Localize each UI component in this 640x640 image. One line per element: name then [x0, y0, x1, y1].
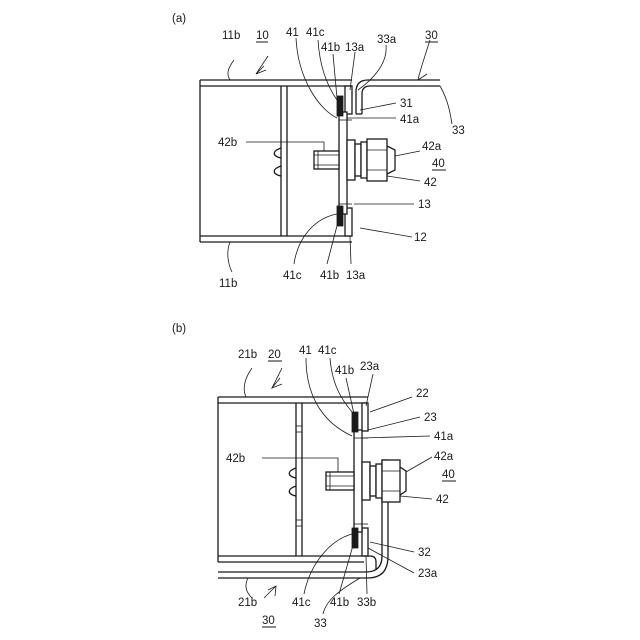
ref-42b-b: 42b: [226, 453, 245, 465]
ref-41b-top-b: 41b: [335, 365, 354, 377]
ref-42a-b: 42a: [434, 451, 454, 463]
ref-12: 12: [414, 232, 427, 244]
ref-41c-bottom-b: 41c: [292, 597, 311, 609]
panel-b-label: (b): [172, 323, 186, 335]
flange-13a-top: [345, 86, 352, 114]
bolt-42: [314, 139, 395, 181]
ref-41: 41: [286, 27, 299, 39]
ref-42-b: 42: [436, 494, 449, 506]
frame-member-30: [356, 80, 440, 114]
ref-23a-top: 23a: [360, 361, 380, 373]
ref-30-b: 30: [262, 615, 275, 627]
ref-42: 42: [424, 177, 437, 189]
ref-41a: 41a: [400, 114, 420, 126]
panel-a-label: (a): [172, 13, 186, 25]
ref-22: 22: [416, 388, 429, 400]
ref-41c-bottom: 41c: [283, 270, 302, 282]
ref-11b-bottom: 11b: [219, 278, 237, 290]
ref-42a: 42a: [422, 141, 442, 153]
ref-41b-bottom-b: 41b: [330, 597, 349, 609]
ref-40-b: 40: [442, 469, 455, 481]
ref-20: 20: [268, 349, 281, 361]
ref-41-b: 41: [299, 345, 312, 357]
ref-13: 13: [418, 199, 431, 211]
ref-33a: 33a: [377, 34, 397, 46]
ref-21b-bottom: 21b: [238, 597, 257, 609]
ref-21b-top: 21b: [238, 349, 257, 361]
ref-41c-top-b: 41c: [318, 345, 337, 357]
ref-42b: 42b: [218, 137, 237, 149]
ref-10: 10: [256, 30, 269, 42]
ref-13a-bottom: 13a: [346, 270, 366, 282]
ref-11b-top: 11b: [222, 30, 240, 42]
panel-a: (a): [172, 13, 465, 290]
ref-13a-top: 13a: [345, 42, 365, 54]
ref-41b-top: 41b: [321, 42, 340, 54]
ref-41b-bottom: 41b: [320, 270, 339, 282]
ref-23: 23: [424, 412, 437, 424]
ref-33-b: 33: [314, 618, 327, 630]
panel-b: (b): [172, 323, 456, 630]
ref-33: 33: [452, 125, 465, 137]
ref-32: 32: [418, 547, 431, 559]
ref-40: 40: [432, 158, 445, 170]
ref-30: 30: [425, 30, 438, 42]
flange-23a-bottom: [362, 528, 368, 556]
ref-23a-bottom: 23a: [418, 568, 438, 580]
flange-23a-top: [362, 403, 368, 431]
ref-31: 31: [400, 98, 413, 110]
ref-33b: 33b: [357, 597, 376, 609]
ref-41a-b: 41a: [434, 431, 454, 443]
ref-41c-top: 41c: [306, 27, 325, 39]
